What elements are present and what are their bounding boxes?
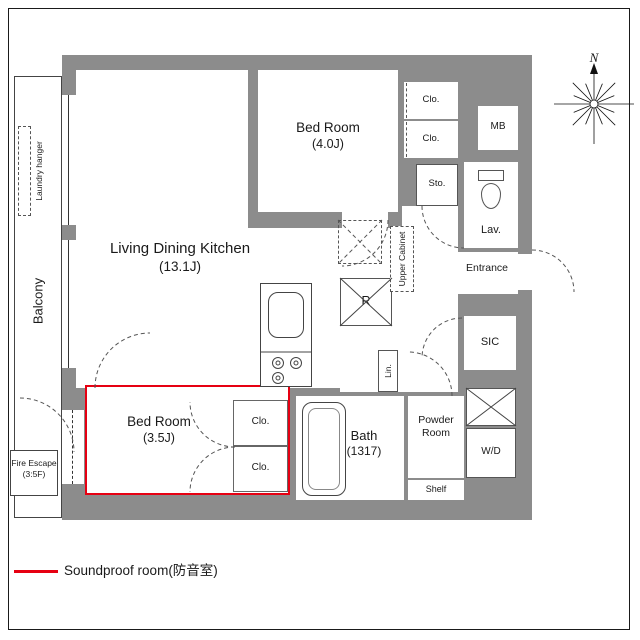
closet-main-1-door <box>406 83 407 118</box>
compass-north-label: N <box>589 50 599 65</box>
closet-main-1-label: Clo. <box>422 94 440 105</box>
room-ldk-upper <box>76 70 248 228</box>
shelf-space <box>408 480 464 500</box>
sic-label: SIC <box>480 336 500 348</box>
bedroom-main-name: Bed Room <box>296 120 360 135</box>
bathtub-inner <box>308 408 340 490</box>
closet-soundproof-2-label: Clo. <box>251 462 270 473</box>
bedroom-main-label: Bed Room (4.0J) <box>268 120 388 153</box>
washer-dryer-label: W/D <box>481 446 501 457</box>
window-glass-1 <box>68 95 69 225</box>
laundry-hanger-label: Laundry hanger <box>34 141 44 201</box>
room-bedroom-main <box>258 70 398 212</box>
upper-cabinet-box <box>390 226 414 292</box>
washer-dryer-box <box>466 428 516 478</box>
bathtub <box>302 402 346 496</box>
shelf-label: Shelf <box>425 484 447 494</box>
meter-box-label: MB <box>490 121 506 132</box>
window-ldk-1 <box>62 95 76 225</box>
storage-label: Sto. <box>428 178 446 189</box>
compass-rose-icon <box>554 63 634 144</box>
meter-box-space <box>478 106 518 150</box>
bath-size: (1317) <box>346 444 382 459</box>
entrance-door-gap <box>518 254 532 290</box>
closet-main-2-space <box>404 121 458 158</box>
toilet-bowl <box>481 183 501 209</box>
wd-upper-storage-box <box>466 388 516 426</box>
linen-label: Lin. <box>383 364 393 378</box>
bath-label: Bath (1317) <box>328 428 400 459</box>
entrance-label: Entrance <box>465 262 509 274</box>
closet-main-1-space <box>404 82 458 119</box>
refrigerator-label: R <box>361 294 371 308</box>
room-entrance <box>456 252 518 294</box>
lavatory-label: Lav. <box>481 224 501 236</box>
bath-name: Bath <box>350 428 378 443</box>
ldk-label: Living Dining Kitchen (13.1J) <box>80 240 280 276</box>
linen-box <box>378 350 398 392</box>
ldk-name: Living Dining Kitchen <box>109 240 251 257</box>
fire-escape-line1: Fire Escape <box>11 458 57 468</box>
window-bedroom-soundproof <box>62 410 84 484</box>
window-glass-2 <box>68 240 69 368</box>
balcony-label: Balcony <box>30 277 46 325</box>
bedroom-soundproof-name: Bed Room <box>127 414 191 429</box>
kitchen-sink <box>268 292 304 338</box>
room-sic <box>464 316 516 370</box>
laundry-hanger-box <box>18 126 31 216</box>
fire-escape-label: Fire Escape (3:5F) <box>10 458 58 479</box>
upper-storage-box <box>338 220 382 264</box>
closet-soundproof-1 <box>233 400 288 446</box>
upper-cabinet-label: Upper Cabinet <box>397 231 407 287</box>
bedroom-soundproof-size: (3.5J) <box>143 430 175 445</box>
fire-escape-box <box>10 450 58 496</box>
fire-escape-line2: (3:5F) <box>22 468 46 479</box>
ldk-size: (13.1J) <box>158 258 202 274</box>
legend-soundproof-label: Soundproof room(防音室) <box>64 563 218 578</box>
bedroom-soundproof-label: Bed Room (3.5J) <box>93 414 225 447</box>
bedroom-main-size: (4.0J) <box>312 136 344 151</box>
room-powder <box>408 396 464 478</box>
legend-soundproof-line <box>14 570 58 573</box>
storage-box <box>416 164 458 206</box>
closet-main-2-door <box>406 122 407 157</box>
door-arc-entrance <box>531 249 575 293</box>
window-ldk-2 <box>62 240 76 368</box>
toilet-tank <box>478 170 504 181</box>
window-glass-3 <box>72 410 73 484</box>
closet-main-2-label: Clo. <box>422 133 440 144</box>
powder-room-label: Powder Room <box>418 414 454 440</box>
closet-soundproof-1-label: Clo. <box>251 416 270 427</box>
